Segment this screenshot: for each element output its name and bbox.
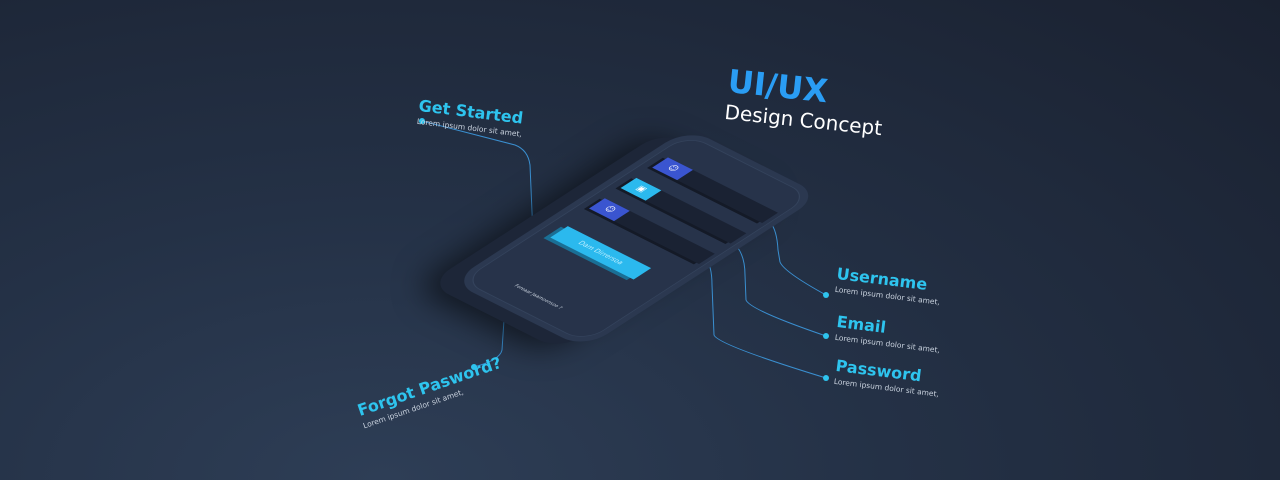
dot-username [823,292,829,298]
contact-card-icon: ▣ [620,177,662,201]
dot-forgot [471,364,477,370]
dot-password [823,375,829,381]
dot-get-started [419,118,425,124]
user-icon: ☺ [589,198,630,222]
dot-email [823,333,829,339]
user-icon: ☺ [652,157,693,181]
spacer [512,253,582,295]
connector-email [711,223,827,337]
